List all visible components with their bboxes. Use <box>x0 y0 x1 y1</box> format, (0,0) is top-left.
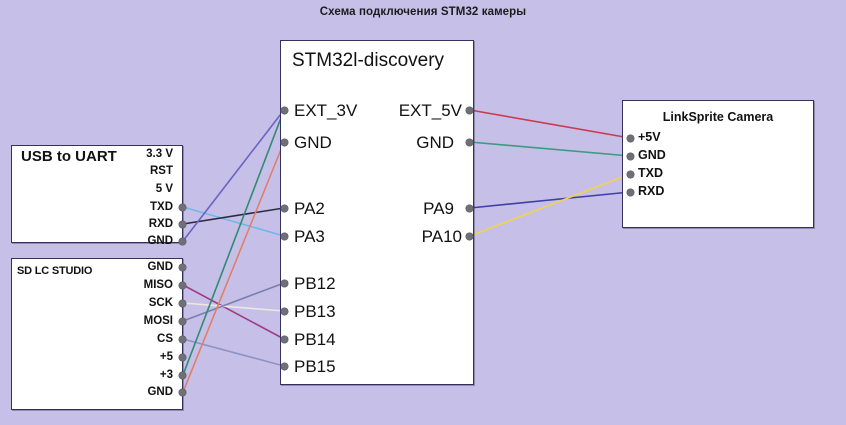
pin-dot-sd-sck[interactable] <box>179 300 186 307</box>
pin-label-uart-txd: TXD <box>150 201 173 213</box>
pin-label-uart-3v3: 3.3 V <box>146 148 173 160</box>
pin-label-uart-rst: RST <box>150 165 173 177</box>
pin-label-sd-gnd-bottom: GND <box>147 386 173 398</box>
wire-sd-gnd-to-stm-gnd <box>182 141 285 393</box>
pin-label-uart-gnd: GND <box>147 235 173 247</box>
pin-dot-camera-rxd[interactable] <box>627 189 634 196</box>
pin-label-uart-5v: 5 V <box>155 183 173 195</box>
stm32-discovery-board[interactable] <box>280 40 474 385</box>
pin-dot-stm32-ext3v[interactable] <box>281 107 288 114</box>
pin-label-stm32-pa9: PA9 <box>423 199 454 218</box>
pin-label-stm32-pb14: PB14 <box>294 330 336 349</box>
pin-dot-stm32-gnd-right[interactable] <box>466 139 473 146</box>
pin-dot-uart-rxd[interactable] <box>179 221 186 228</box>
pin-label-camera-5v: +5V <box>638 130 661 144</box>
pin-label-stm32-pa3: PA3 <box>294 227 325 246</box>
pin-label-stm32-ext3v: EXT_3V <box>294 101 358 120</box>
wire-stm-gnd-to-cam-gnd <box>469 141 631 157</box>
wire-uart-rxd-to-pa2 <box>182 207 285 225</box>
pin-label-sd-plus5: +5 <box>159 351 173 363</box>
pin-label-stm32-ext5v: EXT_5V <box>398 101 462 120</box>
pin-dot-stm32-pa3[interactable] <box>281 233 288 240</box>
sd-card-module-title: SD LC STUDIO <box>17 265 93 277</box>
usb-to-uart-title: USB to UART <box>21 148 117 165</box>
wire-uart-gnd-to-ext3v <box>182 109 285 242</box>
pin-dot-stm32-pb15[interactable] <box>281 363 288 370</box>
pin-dot-sd-mosi[interactable] <box>179 318 186 325</box>
pin-label-camera-txd: TXD <box>638 166 663 180</box>
wire-sd-mosi-to-pb12 <box>182 282 285 322</box>
linksprite-camera-board[interactable] <box>622 100 814 228</box>
pin-dot-stm32-pb12[interactable] <box>281 280 288 287</box>
pin-dot-stm32-gnd-left[interactable] <box>281 139 288 146</box>
sd-card-module-board[interactable] <box>11 258 183 410</box>
pin-dot-sd-cs[interactable] <box>179 336 186 343</box>
pin-dot-camera-gnd[interactable] <box>627 153 634 160</box>
pin-dot-sd-miso[interactable] <box>179 282 186 289</box>
pin-label-sd-gnd-top: GND <box>147 261 173 273</box>
wire-sd-plus3-to-ext3v <box>182 109 285 376</box>
wire-pa10-to-cam-txd <box>469 173 631 237</box>
pin-dot-uart-txd[interactable] <box>179 204 186 211</box>
pin-dot-uart-gnd[interactable] <box>179 238 186 245</box>
pin-label-sd-sck: SCK <box>148 297 173 309</box>
pin-label-sd-cs: CS <box>157 333 173 345</box>
stm32-board-title: STM32l-discovery <box>292 50 445 71</box>
pin-dot-sd-gnd-top[interactable] <box>179 264 186 271</box>
wire-sd-sck-to-pb13 <box>182 302 285 312</box>
pin-label-stm32-pb13: PB13 <box>294 302 336 321</box>
pin-dot-camera-txd[interactable] <box>627 171 634 178</box>
pin-dot-sd-plus5[interactable] <box>179 354 186 361</box>
pin-dot-sd-plus3[interactable] <box>179 372 186 379</box>
pin-dot-stm32-ext5v[interactable] <box>466 107 473 114</box>
pin-dot-stm32-pb13[interactable] <box>281 308 288 315</box>
pin-label-camera-gnd: GND <box>638 148 666 162</box>
pin-dot-stm32-pa10[interactable] <box>466 233 473 240</box>
wire-sd-miso-to-pb14 <box>182 284 285 340</box>
pin-label-sd-plus3: +3 <box>159 369 173 381</box>
pin-dot-stm32-pa9[interactable] <box>466 205 473 212</box>
pin-label-stm32-pb15: PB15 <box>294 357 336 376</box>
pin-label-stm32-pb12: PB12 <box>294 274 336 293</box>
pin-label-stm32-gnd-left: GND <box>294 133 332 152</box>
pin-label-stm32-pa10: PA10 <box>421 227 462 246</box>
wire-ext5v-to-cam-5v <box>469 109 631 139</box>
pin-dot-stm32-pb14[interactable] <box>281 336 288 343</box>
pin-label-camera-rxd: RXD <box>638 184 665 198</box>
linksprite-camera-title: LinkSprite Camera <box>662 110 774 124</box>
pin-label-sd-miso: MISO <box>143 279 173 291</box>
wire-uart-txd-to-pa3 <box>182 206 285 237</box>
pin-label-sd-mosi: MOSI <box>143 315 173 327</box>
pin-label-stm32-pa2: PA2 <box>294 199 325 218</box>
wire-pa9-to-cam-rxd <box>469 191 631 209</box>
pin-dot-camera-5v[interactable] <box>627 135 634 142</box>
pin-label-uart-rxd: RXD <box>148 218 173 230</box>
pin-label-stm32-gnd-right: GND <box>416 133 454 152</box>
pin-dot-sd-gnd-bottom[interactable] <box>179 389 186 396</box>
page-title: Схема подключения STM32 камеры <box>319 6 527 18</box>
pin-dot-stm32-pa2[interactable] <box>281 205 288 212</box>
usb-to-uart-board[interactable] <box>11 145 183 243</box>
wire-sd-cs-to-pb15 <box>182 338 285 367</box>
